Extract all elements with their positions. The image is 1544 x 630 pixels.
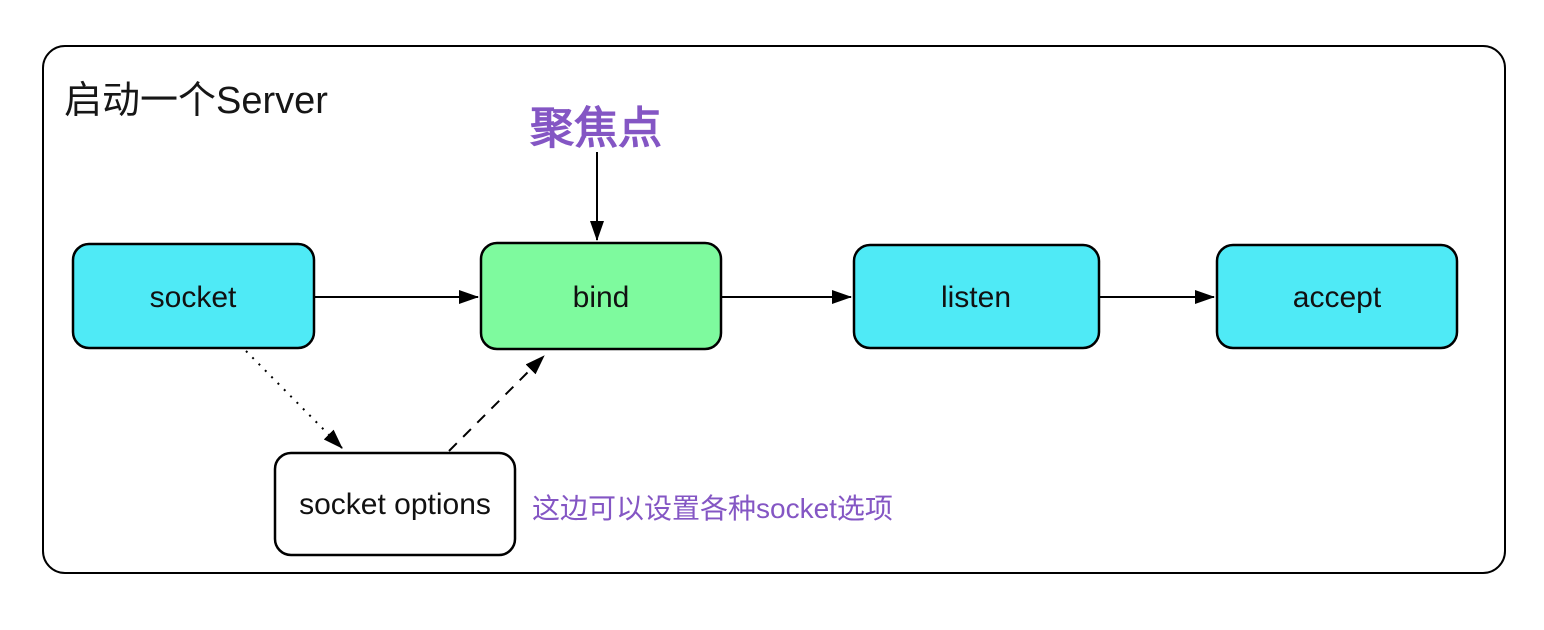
node-socket-options[interactable]: socket options bbox=[273, 451, 517, 557]
node-bind[interactable]: bind bbox=[479, 241, 723, 351]
diagram-title: 启动一个Server bbox=[64, 80, 328, 122]
note-text: 这边可以设置各种socket选项 bbox=[532, 493, 893, 524]
node-accept[interactable]: accept bbox=[1215, 243, 1459, 350]
node-accept-label: accept bbox=[1293, 281, 1382, 314]
node-socket-options-box[interactable] bbox=[273, 451, 517, 557]
node-bind-label: bind bbox=[573, 281, 630, 314]
node-socket-box[interactable] bbox=[71, 242, 316, 350]
node-socket[interactable]: socket bbox=[71, 242, 316, 350]
node-socket-options-label: socket options bbox=[299, 488, 491, 521]
node-accept-box[interactable] bbox=[1215, 243, 1459, 350]
node-socket-label: socket bbox=[150, 281, 237, 314]
diagram-frame bbox=[42, 45, 1506, 574]
edge-socketoptions-bind bbox=[448, 355, 545, 452]
focus-label: 聚焦点 bbox=[529, 104, 662, 153]
node-listen-box[interactable] bbox=[852, 243, 1101, 350]
node-bind-box[interactable] bbox=[479, 241, 723, 351]
node-listen-label: listen bbox=[941, 281, 1011, 314]
node-listen[interactable]: listen bbox=[852, 243, 1101, 350]
